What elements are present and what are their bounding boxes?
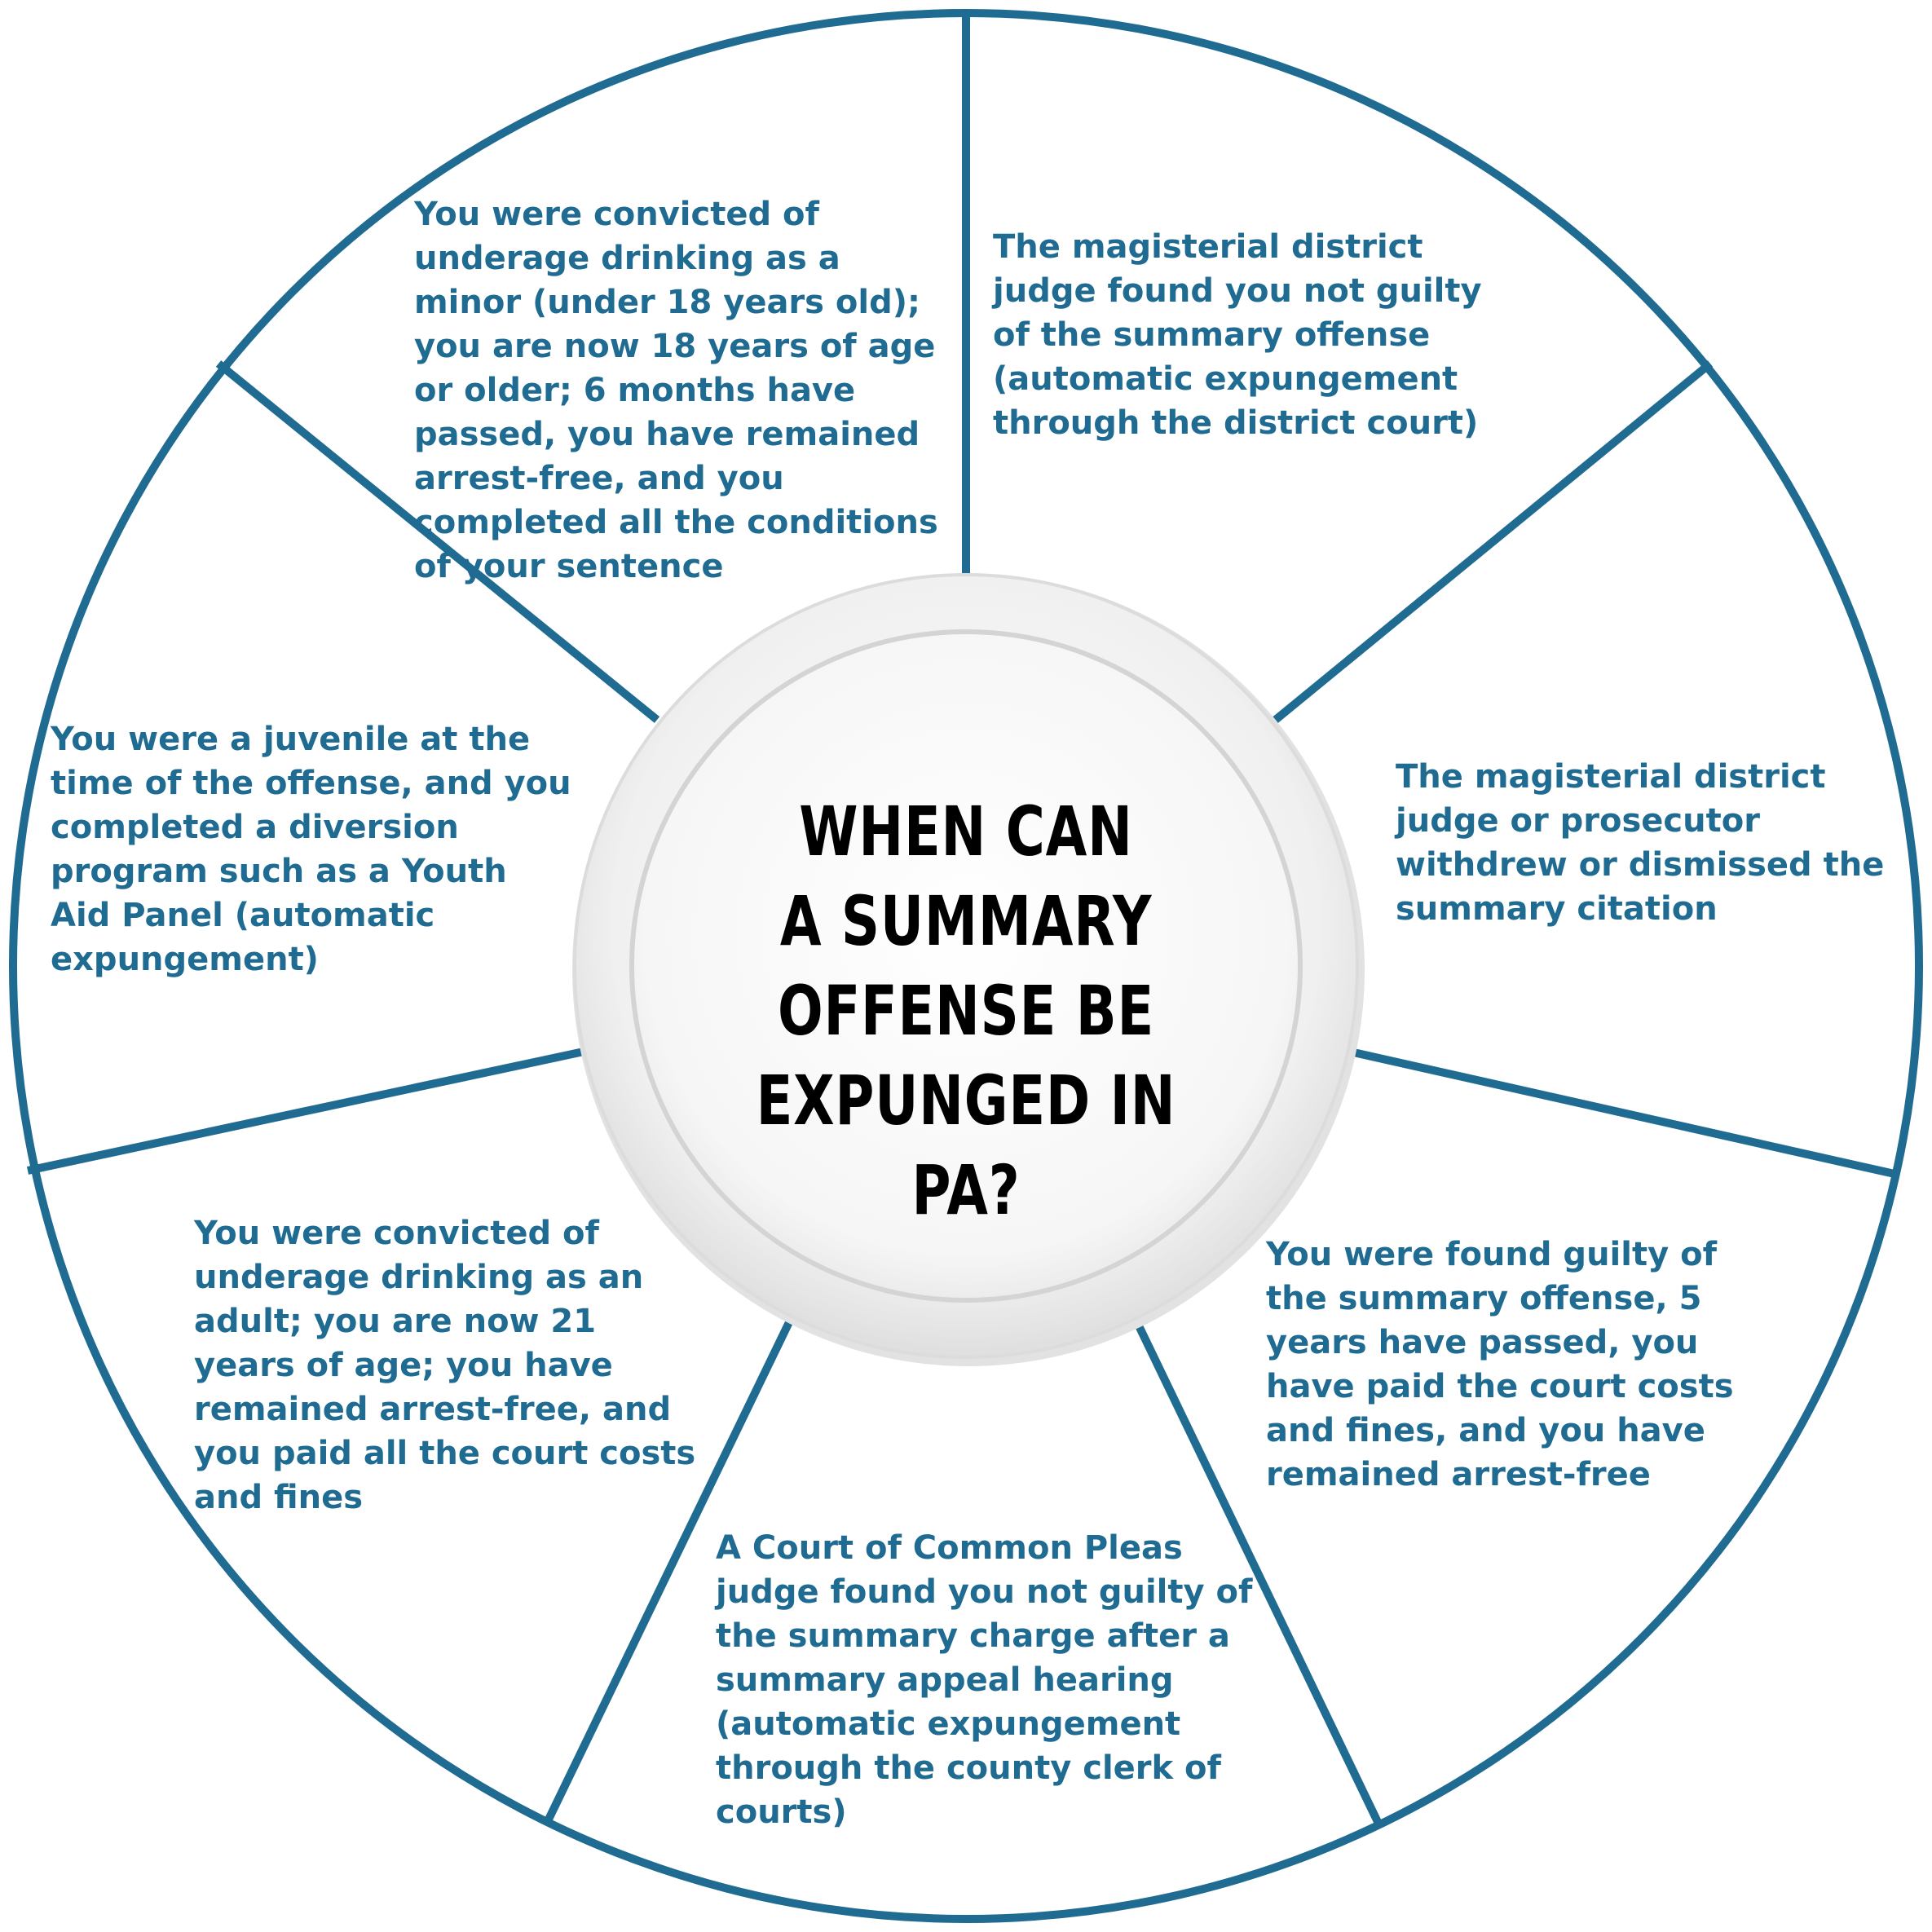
- title-line-1: WHEN CAN: [799, 792, 1133, 871]
- center-title: WHEN CAN A SUMMARY OFFENSE BE EXPUNGED I…: [743, 787, 1189, 1235]
- spoke-7: [215, 360, 660, 723]
- spoke-6: [26, 1048, 585, 1175]
- segment-common-pleas-not-guilty-text: A Court of Common Pleas judge found you …: [716, 1529, 1253, 1831]
- segment-juvenile-diversion-text: You were a juvenile at the time of the o…: [51, 721, 571, 978]
- spoke-5: [542, 1318, 794, 1827]
- segment-withdrew-dismissed-text: The magisterial district judge or prosec…: [1396, 758, 1885, 928]
- spoke-2: [1269, 360, 1714, 726]
- center-disc-inner: [629, 629, 1303, 1303]
- title-line-3: OFFENSE BE: [777, 971, 1155, 1051]
- spoke-4: [1131, 1315, 1383, 1828]
- segment-underage-adult-text: You were convicted of underage drinking …: [194, 1215, 696, 1516]
- segment-mdj-not-guilty-text: The magisterial district judge found you…: [993, 228, 1482, 442]
- spoke-3: [1348, 1048, 1896, 1178]
- title-line-4: EXPUNGED IN PA?: [756, 1061, 1176, 1230]
- title-line-2: A SUMMARY: [779, 881, 1153, 961]
- spokes: [26, 12, 1896, 1828]
- segment-guilty-5-years-text: You were found guilty of the summary off…: [1266, 1236, 1734, 1493]
- segment-underage-minor-text: You were convicted of underage drinking …: [414, 196, 938, 585]
